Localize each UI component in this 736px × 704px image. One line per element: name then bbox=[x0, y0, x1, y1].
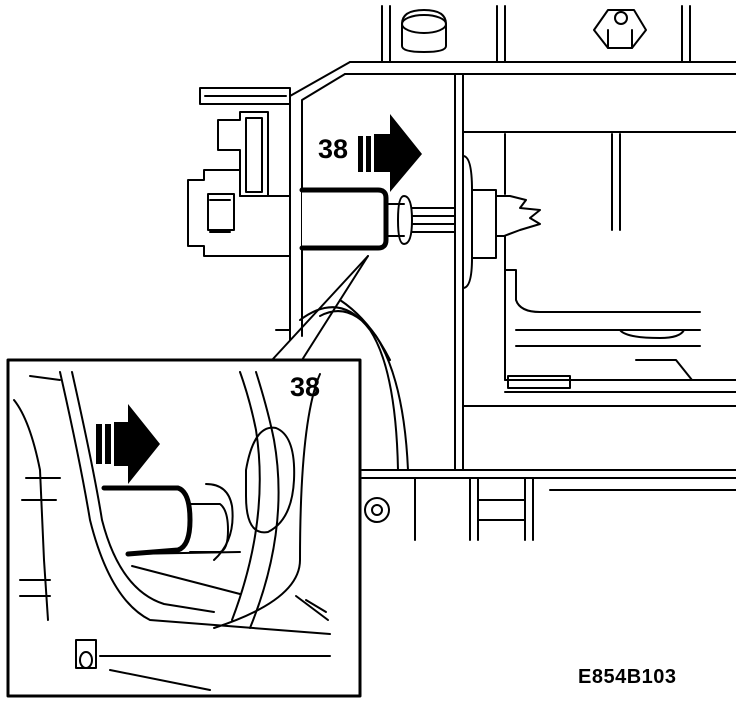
figure-code: E854B103 bbox=[578, 666, 677, 688]
inset-detail bbox=[6, 358, 362, 698]
callout-leader bbox=[271, 255, 369, 361]
motor-shaft bbox=[299, 187, 456, 251]
direction-arrow-inset bbox=[96, 404, 160, 484]
inset-callout-label-38: 38 bbox=[290, 372, 321, 402]
housing-frame bbox=[199, 5, 736, 471]
blend-door-mechanism bbox=[462, 131, 736, 407]
actuator-assembly bbox=[187, 111, 291, 331]
lower-duct bbox=[299, 299, 736, 541]
direction-arrow-main bbox=[358, 114, 422, 192]
callout-label-38: 38 bbox=[318, 134, 349, 164]
